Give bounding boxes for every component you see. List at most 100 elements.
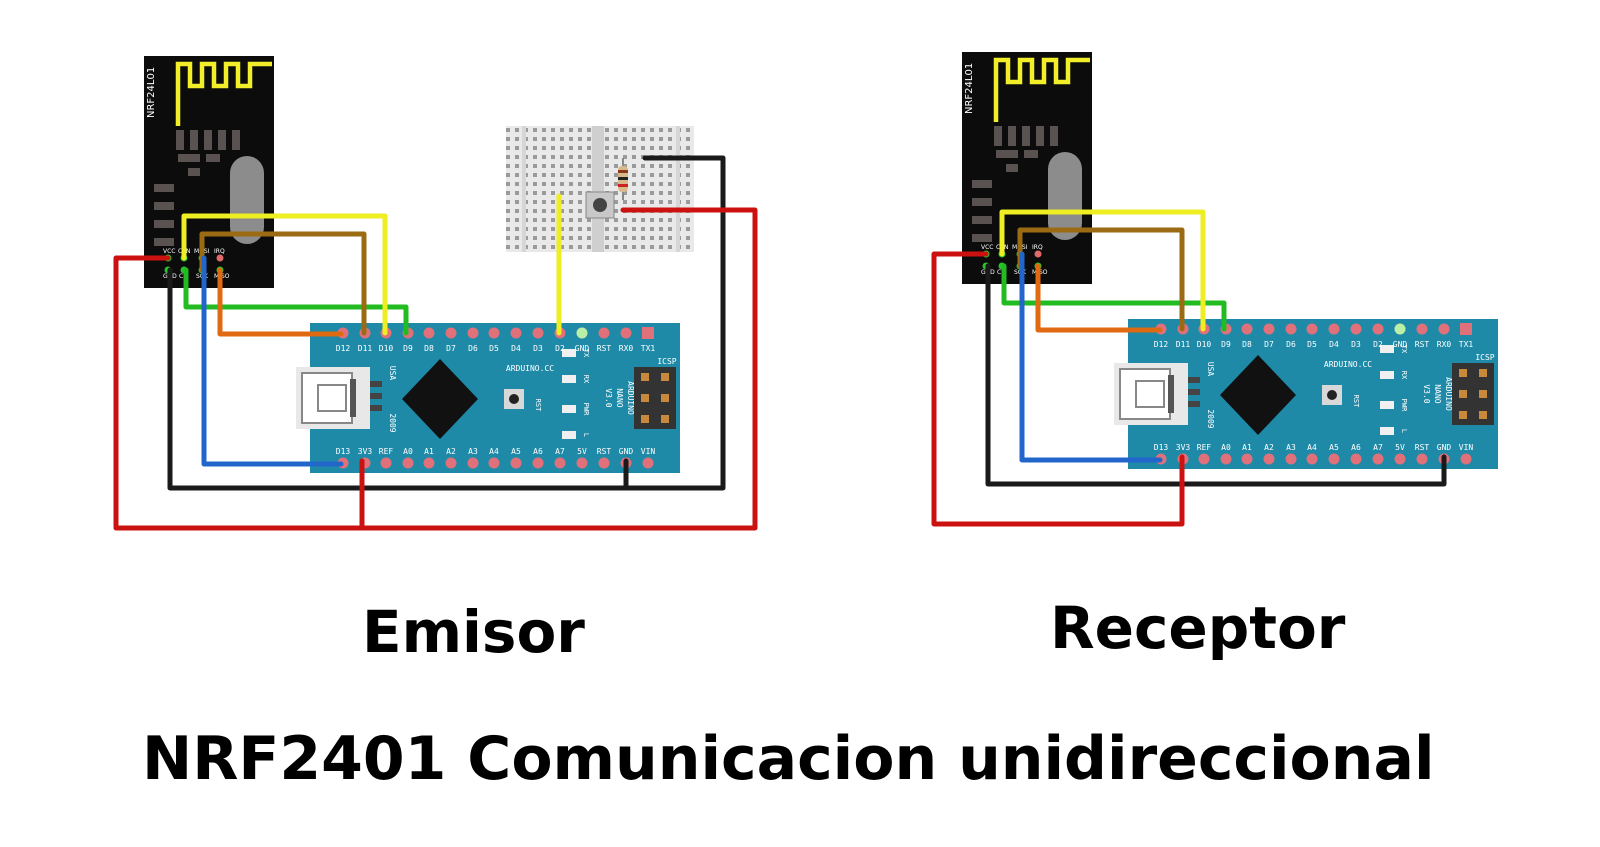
board-model-label: ARDUINO <box>1444 377 1453 411</box>
usa-label: USA <box>1206 362 1215 377</box>
pin-label-top: D10 <box>1197 340 1212 349</box>
pin-label-bottom: 3V3 <box>358 447 373 456</box>
wire-vcc-button <box>359 207 758 531</box>
wire-sck-r <box>1017 227 1185 332</box>
pin-label-top: D6 <box>1286 340 1296 349</box>
pin-label-top: D12 <box>336 344 351 353</box>
icsp-label: ICSP <box>1475 353 1494 362</box>
pin-label-top: D5 <box>489 344 499 353</box>
pin-label-top: D10 <box>379 344 394 353</box>
board-model-label: V3.0 <box>1422 384 1431 403</box>
pin-label-bottom: VIN <box>1459 443 1474 452</box>
pin-label-bottom: A6 <box>533 447 543 456</box>
pin-label-bottom: A0 <box>403 447 413 456</box>
pin-label-bottom: 3V3 <box>1176 443 1191 452</box>
rst-label: RST <box>1352 395 1360 408</box>
pin-label-top: D4 <box>1329 340 1339 349</box>
led-label: RX <box>1400 371 1408 380</box>
led-label: RX <box>582 375 590 384</box>
receiver-circuit <box>931 52 1499 527</box>
pin-label-bottom: A1 <box>424 447 434 456</box>
rst-label: RST <box>534 399 542 412</box>
wire-mosi-r <box>1019 251 1163 463</box>
board-model-label: ARDUINO <box>626 381 635 415</box>
wire-miso <box>217 267 344 337</box>
led-label: PWR <box>582 403 590 416</box>
breadboard <box>506 126 694 252</box>
led-label: PWR <box>1400 399 1408 412</box>
pin-label-top: D2 <box>1373 340 1383 349</box>
led-label: L <box>1400 429 1408 433</box>
pin-label-bottom: 5V <box>577 447 587 456</box>
push-button-icon <box>585 191 615 219</box>
pin-label-bottom: A5 <box>1329 443 1339 452</box>
led-label: TX <box>582 349 590 358</box>
pin-label-top: D11 <box>358 344 373 353</box>
wire-csn <box>181 213 388 336</box>
pin-label-bottom: D13 <box>336 447 351 456</box>
pin-label-top: D5 <box>1307 340 1317 349</box>
pin-label-top: RX0 <box>619 344 634 353</box>
nrf24l01-module <box>144 56 274 288</box>
pin-label-top: D2 <box>555 344 565 353</box>
resistor-icon <box>618 158 628 200</box>
pin-label-bottom: VIN <box>641 447 656 456</box>
pin-label-top: D12 <box>1154 340 1169 349</box>
led-label: L <box>582 433 590 437</box>
year-label: 2009 <box>388 413 397 432</box>
wire-mosi <box>201 255 344 467</box>
pin-label-bottom: A0 <box>1221 443 1231 452</box>
board-brand-label: ARDUINO.CC <box>506 364 554 373</box>
pin-label-top: RST <box>1415 340 1430 349</box>
nrf24l01-module-receiver <box>962 52 1092 284</box>
pin-label-bottom: D13 <box>1154 443 1169 452</box>
pin-label-bottom: A4 <box>1307 443 1317 452</box>
board-brand-label: ARDUINO.CC <box>1324 360 1372 369</box>
wire-ce-r <box>1001 263 1227 332</box>
wire-vcc <box>113 255 365 531</box>
pin-label-top: D6 <box>468 344 478 353</box>
pin-label-bottom: A7 <box>1373 443 1383 452</box>
pin-label-bottom: A3 <box>468 447 478 456</box>
board-model-label: NANO <box>615 388 624 407</box>
pin-label-bottom: 5V <box>1395 443 1405 452</box>
pin-label-bottom: REF <box>379 447 394 456</box>
wires-receiver <box>931 209 1447 527</box>
pin-label-bottom: A5 <box>511 447 521 456</box>
pin-label-top: GND <box>575 344 590 353</box>
wire-gnd-button <box>623 155 726 491</box>
page-title: NRF2401 Comunicacion unidireccional <box>142 724 1435 794</box>
pin-label-top: GND <box>1393 340 1408 349</box>
wire-vcc-r <box>931 251 1185 527</box>
emitter-caption: Emisor <box>362 598 585 666</box>
wire-sck <box>199 231 367 336</box>
pin-label-top: D8 <box>1242 340 1252 349</box>
pin-label-top: D7 <box>1264 340 1274 349</box>
led-label: TX <box>1400 345 1408 354</box>
pin-label-bottom: A3 <box>1286 443 1296 452</box>
pin-label-bottom: A2 <box>1264 443 1274 452</box>
wire-ce <box>183 267 409 336</box>
pin-label-bottom: RST <box>1415 443 1430 452</box>
emitter-circuit <box>113 56 758 531</box>
usa-label: USA <box>388 366 397 381</box>
pin-label-bottom: A4 <box>489 447 499 456</box>
pin-label-top: D9 <box>403 344 413 353</box>
receiver-caption: Receptor <box>1050 594 1346 662</box>
wire-miso-r <box>1035 263 1163 333</box>
pin-label-bottom: GND <box>1437 443 1452 452</box>
pin-label-top: D11 <box>1176 340 1191 349</box>
pin-label-bottom: A7 <box>555 447 565 456</box>
pin-label-bottom: A1 <box>1242 443 1252 452</box>
pin-label-top: TX1 <box>641 344 656 353</box>
pin-label-top: D7 <box>446 344 456 353</box>
pin-label-bottom: GND <box>619 447 634 456</box>
board-model-label: V3.0 <box>604 388 613 407</box>
pin-label-top: TX1 <box>1459 340 1474 349</box>
pin-label-top: D3 <box>1351 340 1361 349</box>
pin-label-bottom: RST <box>597 447 612 456</box>
wire-csn-r <box>999 209 1206 332</box>
pin-label-top: D9 <box>1221 340 1231 349</box>
board-model-label: NANO <box>1433 384 1442 403</box>
